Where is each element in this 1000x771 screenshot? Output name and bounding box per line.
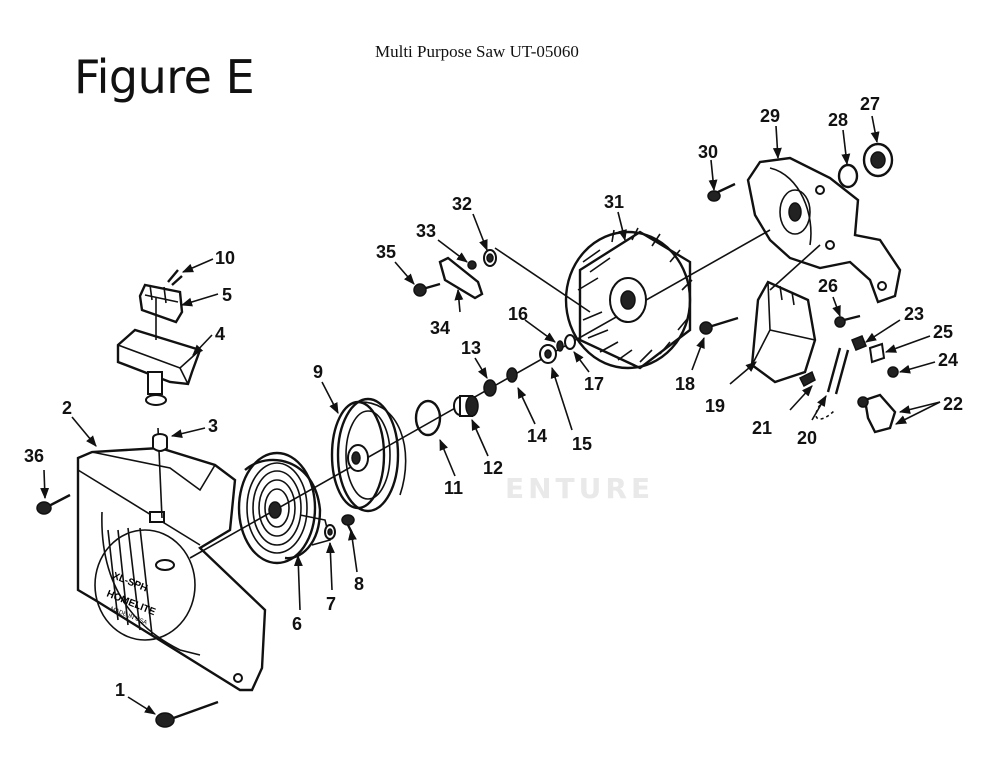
starter-housing: XL-SPH HOMELITE MADE IN USA (76, 427, 267, 692)
callout-23: 23 (904, 304, 924, 324)
washer-part-17 (564, 334, 576, 350)
callout-8: 8 (354, 574, 364, 594)
rope-knot-part-10 (167, 269, 183, 286)
ignition-axis-line (769, 244, 821, 291)
callout-10: 10 (215, 248, 235, 268)
screw-part-1 (155, 700, 219, 728)
washer-part-33 (467, 260, 477, 270)
callout-31: 31 (604, 192, 624, 212)
rewind-spring-part-6 (237, 451, 331, 565)
callout-33: 33 (416, 221, 436, 241)
screw-part-30 (707, 182, 736, 202)
washer-part-13 (483, 379, 497, 397)
callout-2: 2 (62, 398, 72, 418)
callout-1: 1 (115, 680, 125, 700)
figure-label: Figure E (74, 50, 255, 104)
screw-part-18 (699, 316, 739, 335)
callout-32: 32 (452, 194, 472, 214)
callout-7: 7 (326, 594, 336, 614)
callout-11: 11 (444, 478, 463, 498)
callout-13: 13 (461, 338, 481, 358)
callout-19: 19 (705, 396, 725, 416)
callout-20: 20 (797, 428, 817, 448)
snap-ring-part-11 (414, 399, 442, 437)
callout-21: 21 (752, 418, 772, 438)
callout-15: 15 (572, 434, 592, 454)
pawl-part-34 (438, 256, 484, 300)
assembly-axis-line (189, 229, 771, 559)
starter-handle-part-4 (116, 298, 202, 406)
callout-4: 4 (215, 324, 225, 344)
pawl-axis-line (494, 247, 591, 313)
handle-insert-part-5 (138, 283, 184, 324)
washer-part-16 (556, 340, 564, 352)
nut-part-24 (887, 366, 899, 378)
washer-part-14 (506, 367, 518, 383)
watermark-text: ENTURE (505, 472, 654, 505)
spring-part-32 (483, 249, 497, 267)
callout-36: 36 (24, 446, 44, 466)
rope-bushing-part-3 (152, 433, 168, 452)
callout-numbers: 1 2 3 4 5 6 7 8 9 10 11 12 13 14 15 16 1… (24, 94, 963, 700)
screw-part-36 (36, 493, 71, 515)
screw-part-35 (413, 282, 441, 297)
callout-leaders (40, 115, 941, 715)
callout-9: 9 (313, 362, 323, 382)
callout-35: 35 (376, 242, 396, 262)
callout-34: 34 (430, 318, 450, 338)
callout-18: 18 (675, 374, 695, 394)
spark-plug-boot-part-22 (857, 393, 897, 434)
pawl-assembly (413, 249, 497, 300)
callout-24: 24 (938, 350, 958, 370)
washer-part-7 (324, 524, 336, 540)
callout-12: 12 (483, 458, 503, 478)
flywheel-part-31 (564, 227, 693, 370)
switch-part-25 (868, 342, 886, 364)
crankcase-part-29 (746, 156, 902, 304)
callout-14: 14 (527, 426, 547, 446)
spacer-part-12 (453, 395, 479, 417)
ignition-wire-part-20 (815, 347, 850, 420)
callout-5: 5 (222, 285, 232, 305)
screw-part-8 (341, 514, 355, 534)
callout-27: 27 (860, 94, 880, 114)
switch-part-23 (851, 335, 867, 351)
screw-part-26 (834, 314, 861, 328)
document-title: Multi Purpose Saw UT-05060 (375, 42, 579, 61)
callout-6: 6 (292, 614, 302, 634)
pulley-part-9 (330, 397, 407, 513)
callout-26: 26 (818, 276, 838, 296)
bearing-part-27 (862, 142, 894, 178)
ignition-module-part-19 (750, 280, 817, 384)
callout-3: 3 (208, 416, 218, 436)
nut-part-15 (539, 344, 557, 364)
terminal-part-21 (798, 370, 816, 388)
callout-25: 25 (933, 322, 953, 342)
callout-22: 22 (943, 394, 963, 414)
seal-part-28 (837, 163, 859, 189)
callout-16: 16 (508, 304, 528, 324)
callout-17: 17 (584, 374, 604, 394)
callout-30: 30 (698, 142, 718, 162)
callout-29: 29 (760, 106, 780, 126)
callout-28: 28 (828, 110, 848, 130)
